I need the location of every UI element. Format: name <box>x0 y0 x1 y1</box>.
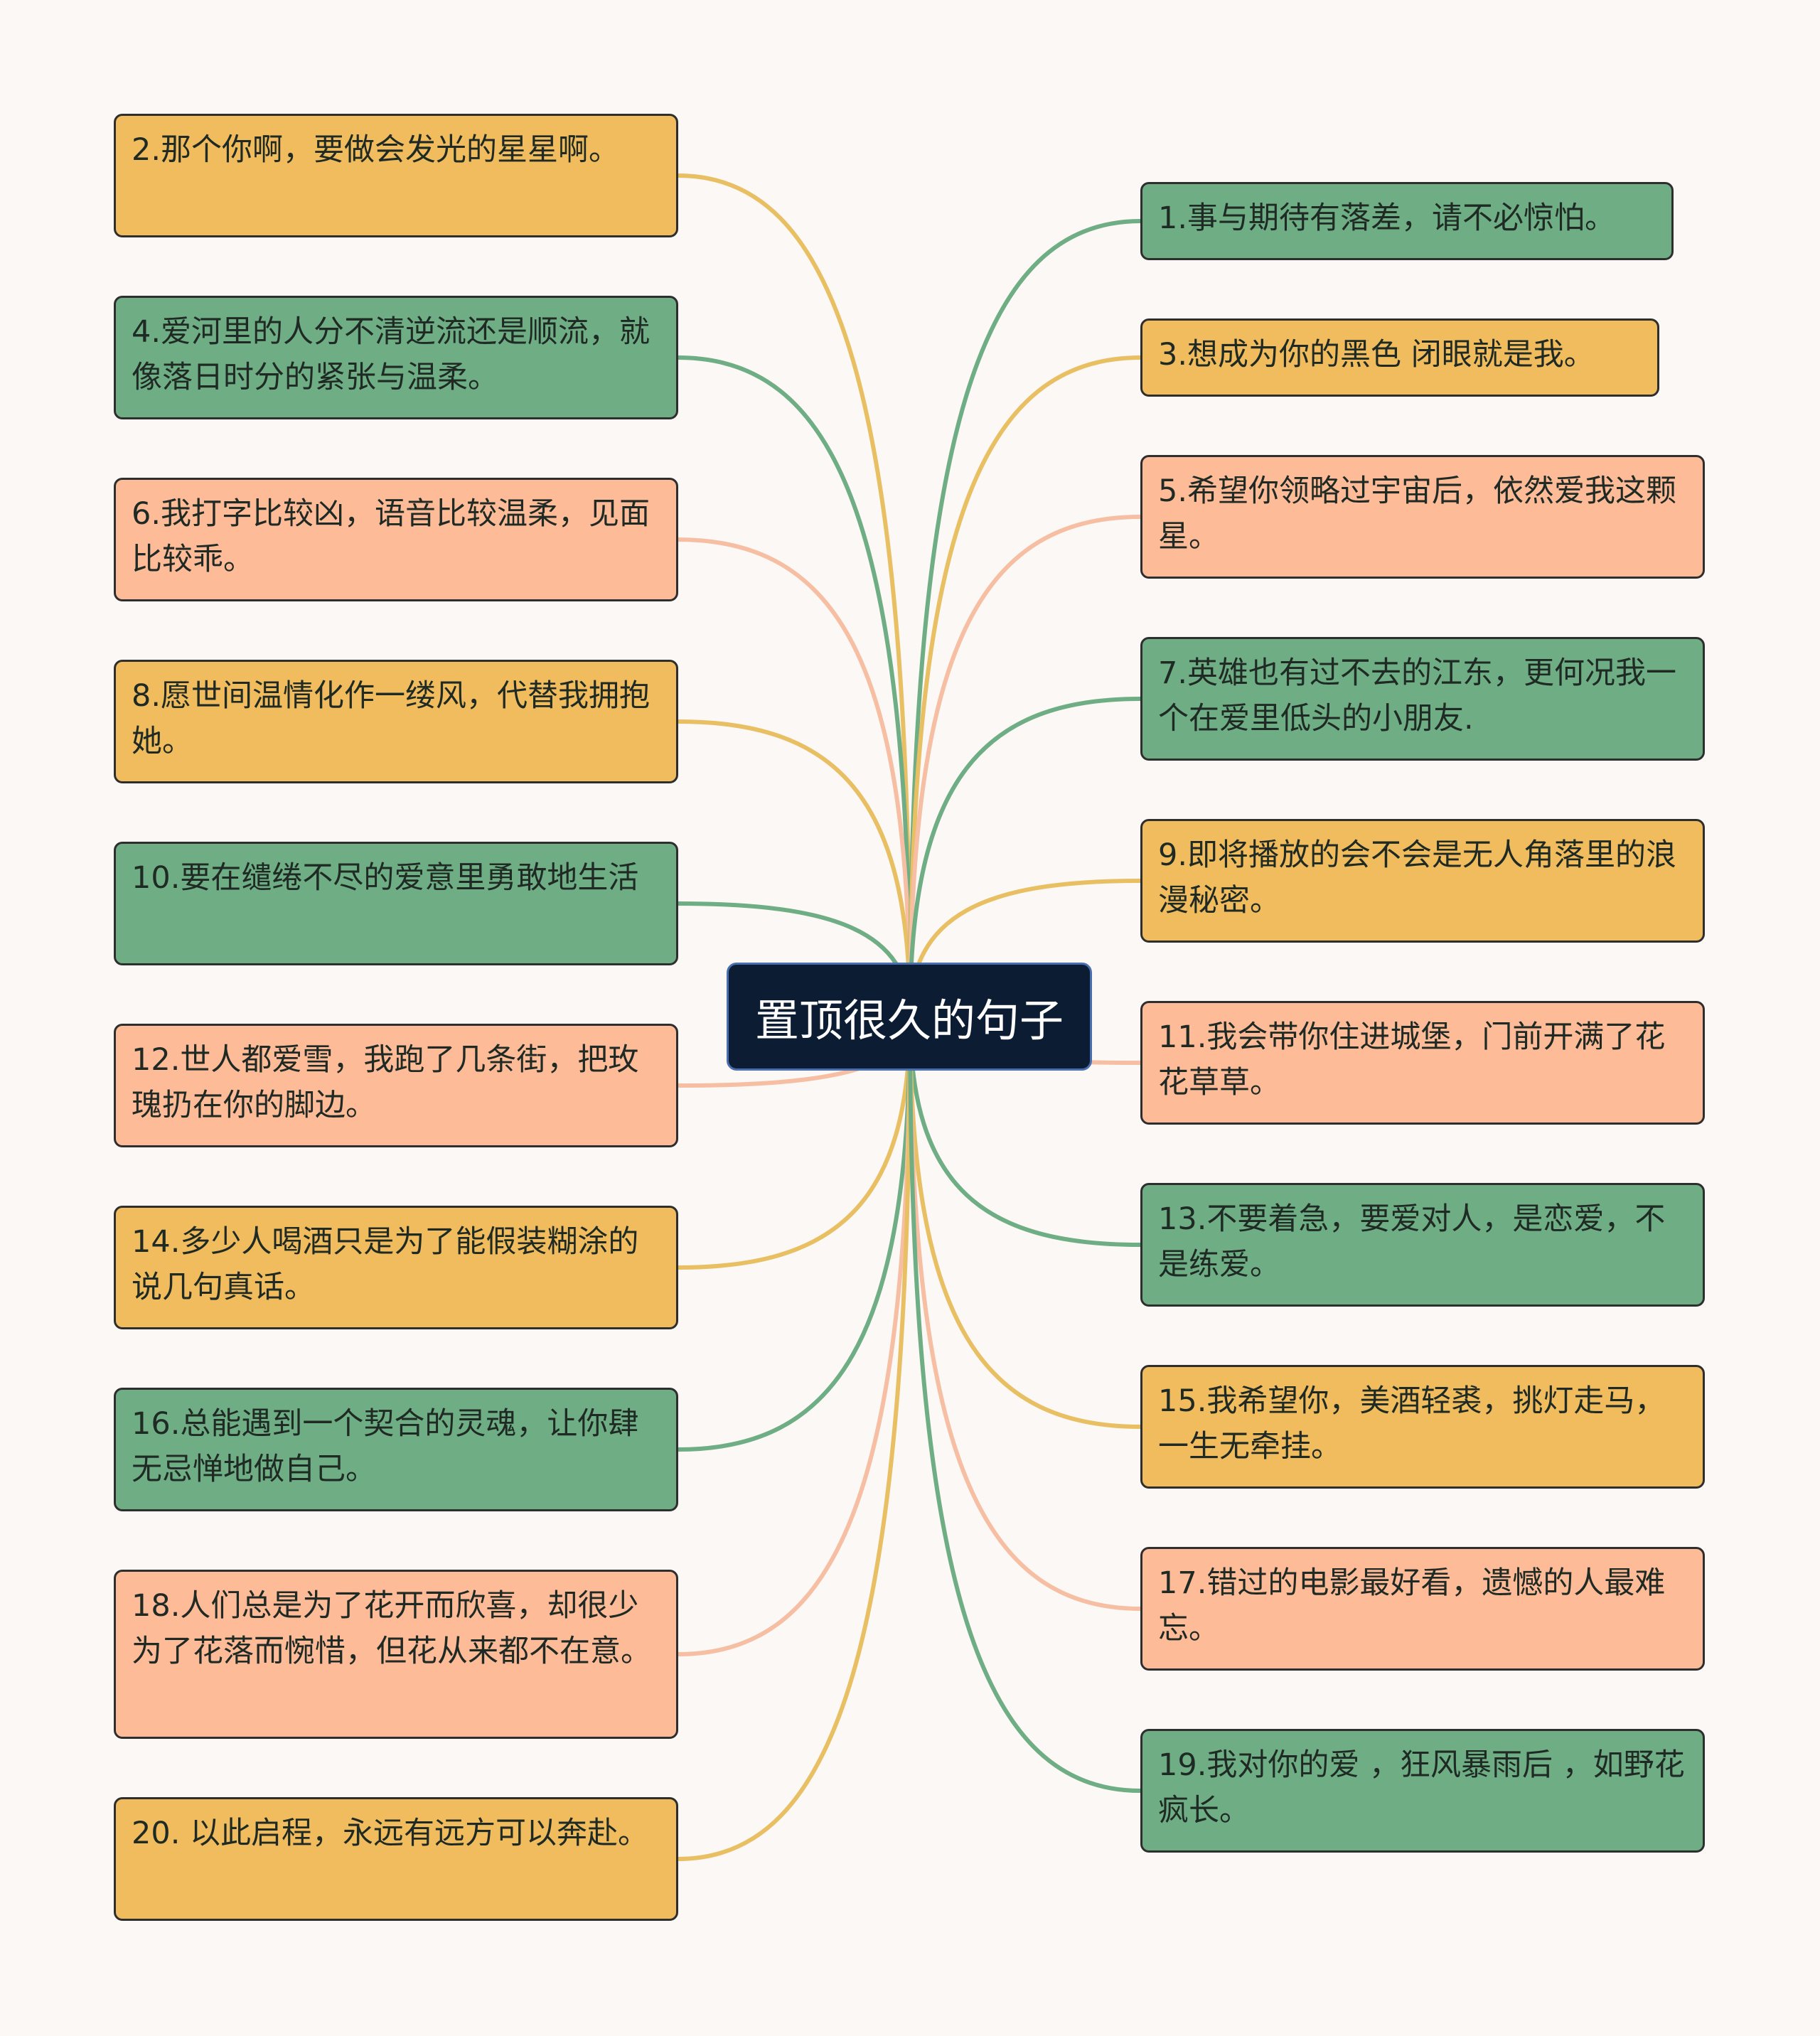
topic-node-14[interactable]: 14.多少人喝酒只是为了能假装糊涂的说几句真话。 <box>114 1206 678 1329</box>
topic-node-15[interactable]: 15.我希望你，美酒轻裘，挑灯走马，一生无牵挂。 <box>1140 1365 1705 1489</box>
connector-L8 <box>678 1016 912 1656</box>
topic-node-5[interactable]: 5.希望你领略过宇宙后，依然爱我这颗星。 <box>1140 455 1705 579</box>
connector-R8 <box>908 1016 1141 1611</box>
topic-node-9[interactable]: 9.即将播放的会不会是无人角落里的浪漫秘密。 <box>1140 819 1705 943</box>
connector-R3 <box>908 697 1141 1017</box>
topic-node-6[interactable]: 6.我打字比较凶，语音比较温柔，见面比较乖。 <box>114 478 678 601</box>
connector-R6 <box>908 1016 1141 1247</box>
topic-node-20[interactable]: 20. 以此启程，永远有远方可以奔赴。 <box>114 1797 678 1921</box>
connector-R9 <box>908 1016 1141 1793</box>
root-topic[interactable]: 置顶很久的句子 <box>727 963 1092 1071</box>
connector-L6 <box>678 1016 912 1270</box>
connector-R1 <box>908 355 1141 1017</box>
topic-node-2[interactable]: 2.那个你啊，要做会发光的星星啊。 <box>114 114 678 237</box>
topic-node-13[interactable]: 13.不要着急，要爱对人，是恋爱，不是练爱。 <box>1140 1183 1705 1307</box>
connector-L3 <box>678 719 912 1017</box>
topic-node-4[interactable]: 4.爱河里的人分不清逆流还是顺流，就像落日时分的紧张与温柔。 <box>114 296 678 419</box>
topic-node-16[interactable]: 16.总能遇到一个契合的灵魂，让你肆无忌惮地做自己。 <box>114 1388 678 1511</box>
topic-node-18[interactable]: 18.人们总是为了花开而欣喜，却很少为了花落而惋惜，但花从来都不在意。 <box>114 1570 678 1739</box>
connector-R0 <box>908 219 1141 1017</box>
topic-node-8[interactable]: 8.愿世间温情化作一缕风，代替我拥抱她。 <box>114 660 678 783</box>
connector-L2 <box>678 537 912 1017</box>
topic-node-19[interactable]: 19.我对你的爱 ，狂风暴雨后 ，如野花疯长。 <box>1140 1729 1705 1853</box>
connector-L0 <box>678 173 912 1017</box>
topic-node-10[interactable]: 10.要在缱绻不尽的爱意里勇敢地生活 <box>114 842 678 965</box>
connector-R2 <box>908 515 1141 1017</box>
connector-L9 <box>678 1016 912 1861</box>
topic-node-3[interactable]: 3.想成为你的黑色 闭眼就是我。 <box>1140 318 1659 397</box>
topic-node-7[interactable]: 7.英雄也有过不去的江东，更何况我一个在爱里低头的小朋友. <box>1140 637 1705 761</box>
topic-node-1[interactable]: 1.事与期待有落差，请不必惊怕。 <box>1140 182 1674 260</box>
connector-L7 <box>678 1016 912 1452</box>
connector-R7 <box>908 1016 1141 1429</box>
connector-L1 <box>678 355 912 1017</box>
topic-node-11[interactable]: 11.我会带你住进城堡，门前开满了花花草草。 <box>1140 1001 1705 1125</box>
topic-node-17[interactable]: 17.错过的电影最好看，遗憾的人最难忘。 <box>1140 1547 1705 1671</box>
topic-node-12[interactable]: 12.世人都爱雪，我跑了几条街，把玫瑰扔在你的脚边。 <box>114 1024 678 1147</box>
